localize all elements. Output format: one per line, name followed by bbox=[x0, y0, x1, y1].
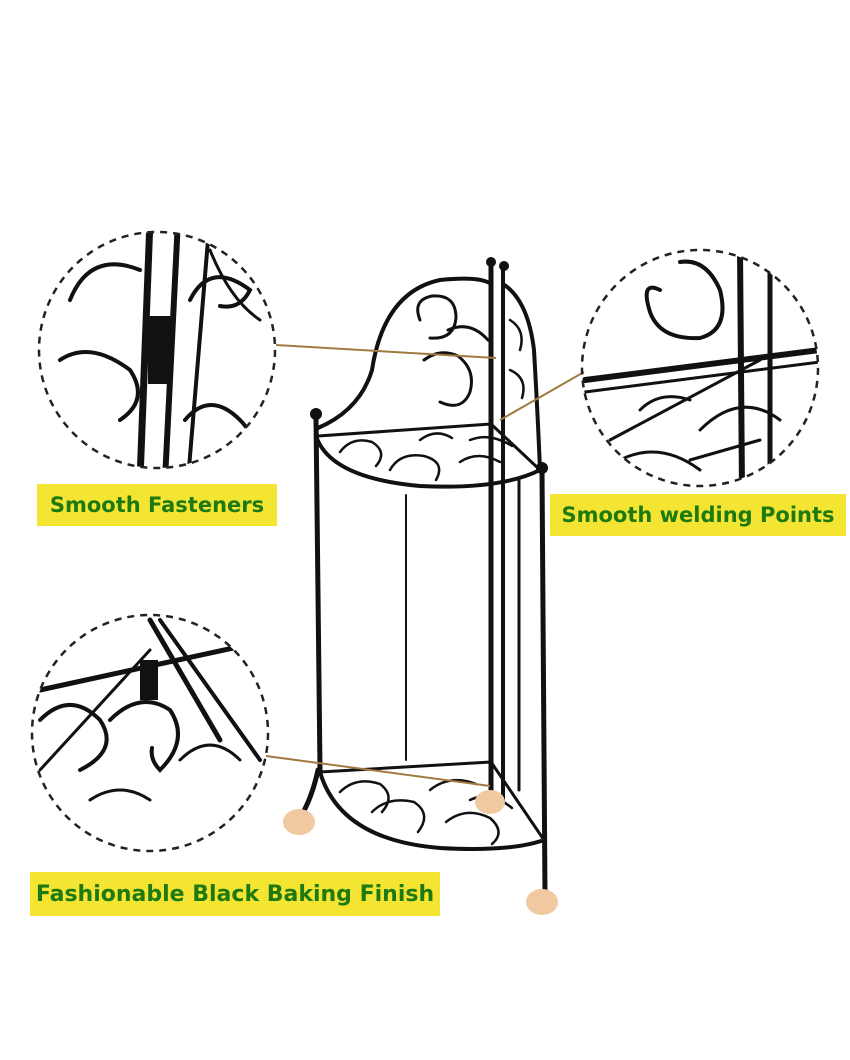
leader-lines bbox=[265, 344, 585, 787]
front-left-leg bbox=[313, 415, 323, 773]
foot-pad-back bbox=[475, 790, 505, 814]
leader-line-finish bbox=[265, 755, 491, 787]
right-front-leg bbox=[539, 467, 548, 898]
lower-shelf-back-rim bbox=[318, 760, 546, 842]
backrest-arch bbox=[316, 276, 493, 430]
foot-pad-right bbox=[526, 889, 558, 915]
finial-2 bbox=[499, 261, 509, 271]
callout-welding-zoom bbox=[580, 248, 820, 488]
corner-shelf-rack bbox=[297, 257, 548, 898]
callout-fasteners-zoom bbox=[37, 230, 277, 470]
lower-shelf-front-rim bbox=[318, 770, 546, 851]
finial-1 bbox=[486, 257, 496, 267]
upper-shelf-front-rim bbox=[314, 434, 542, 489]
label-black-baking-finish: Fashionable Black Baking Finish bbox=[30, 872, 440, 916]
finial-3 bbox=[310, 408, 322, 420]
callout-finish-zoom bbox=[30, 613, 270, 853]
foot-pad-left bbox=[283, 809, 315, 835]
leader-line-welding bbox=[499, 371, 585, 421]
leader-line-fasteners bbox=[275, 344, 497, 359]
label-smooth-welding-points: Smooth welding Points bbox=[550, 494, 846, 536]
upper-shelf-back-rim bbox=[316, 422, 542, 472]
label-smooth-fasteners: Smooth Fasteners bbox=[37, 484, 277, 526]
